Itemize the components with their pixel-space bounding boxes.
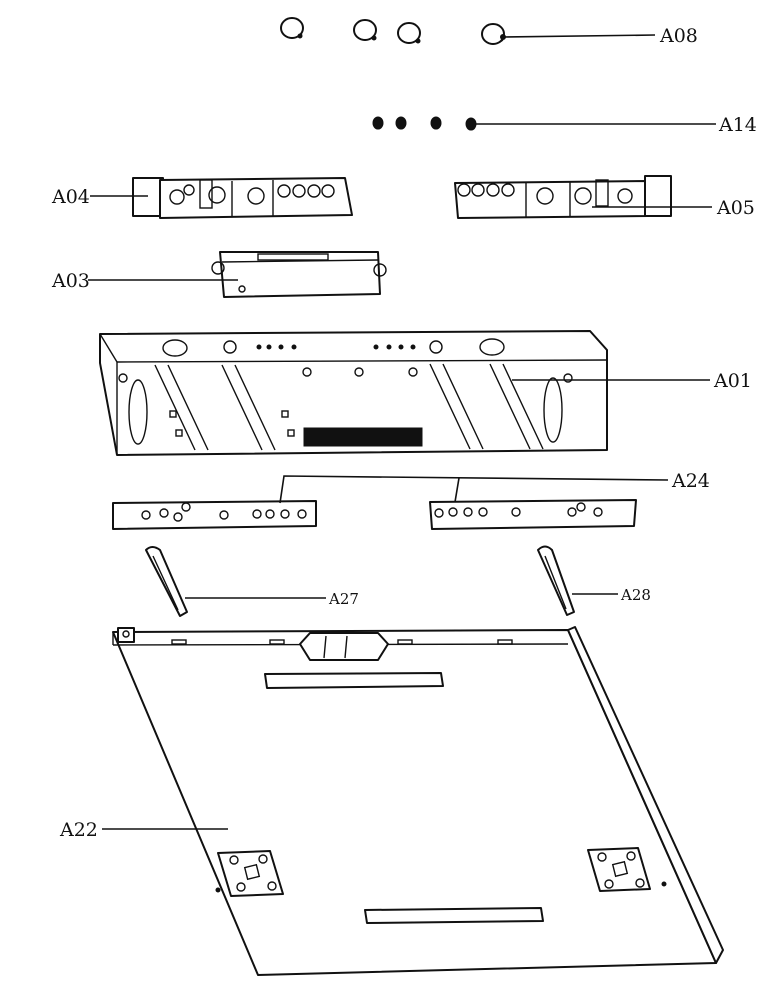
knob-3	[397, 22, 421, 44]
label-a27: A27	[328, 590, 359, 608]
label-a24: A24	[671, 470, 710, 492]
leader-a08	[502, 34, 656, 38]
part-a28-bracket: A28	[537, 545, 651, 616]
hinge-plate-right	[587, 847, 651, 892]
part-a05-switch-block: A05	[454, 175, 755, 219]
part-a22-door-panel: A22	[59, 626, 724, 976]
hinge-plate-left	[217, 850, 284, 897]
part-a08-knobs: A08	[280, 17, 698, 47]
board-right	[429, 499, 637, 530]
part-a04-switch-block: A04	[51, 177, 353, 219]
part-a01-main-panel: A01	[99, 330, 752, 456]
part-a14-buttons: A14	[372, 114, 757, 136]
knob-1	[280, 17, 304, 39]
label-a03: A03	[51, 270, 90, 292]
label-a08: A08	[659, 25, 698, 47]
label-a14: A14	[718, 114, 757, 136]
label-a28: A28	[620, 586, 651, 604]
label-a04: A04	[51, 186, 90, 208]
part-a24-boards: A24	[112, 470, 710, 530]
door-handle	[299, 632, 389, 661]
part-a27-bracket: A27	[145, 546, 359, 617]
part-a03-control-board: A03	[51, 251, 387, 298]
board-left	[112, 500, 317, 530]
label-a01: A01	[713, 370, 752, 392]
leader-a24	[279, 475, 669, 504]
knob-4	[481, 23, 506, 45]
knob-2	[353, 19, 377, 41]
label-a05: A05	[716, 197, 755, 219]
label-a22: A22	[59, 819, 98, 841]
